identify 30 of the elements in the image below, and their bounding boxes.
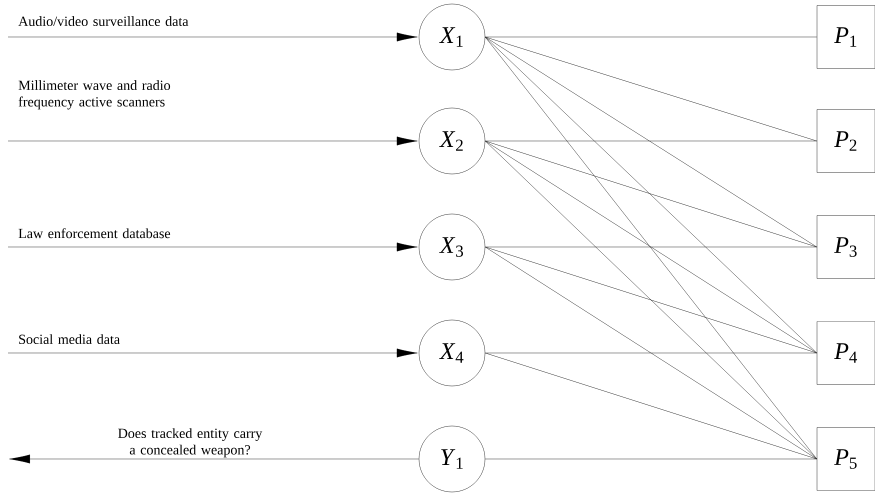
connector-line xyxy=(485,246,817,248)
connector-line xyxy=(485,140,817,354)
connector-line xyxy=(485,36,817,460)
connector-line xyxy=(485,246,817,460)
arrow xyxy=(8,32,418,42)
edge-label: Millimeter wave and radio frequency active scanners xyxy=(18,80,170,110)
connector-line xyxy=(485,352,817,354)
arrow xyxy=(8,348,418,358)
connector-line xyxy=(485,246,817,354)
edge-label: Social media data xyxy=(19,334,120,344)
connector-line xyxy=(485,36,817,248)
process-box: P$_{3}$ xyxy=(816,215,875,279)
connector-line xyxy=(485,140,817,248)
arrow xyxy=(8,242,418,252)
arrow xyxy=(8,136,418,146)
connector-line xyxy=(485,36,817,354)
connector-line xyxy=(485,36,817,142)
arrow xyxy=(9,454,419,464)
process-box: P$_{5}$ xyxy=(816,427,875,491)
process-box: P$_{1}$ xyxy=(816,5,875,69)
edge-label: Law enforcement database xyxy=(18,228,170,238)
process-box: P$_{2}$ xyxy=(816,109,875,173)
connector-line xyxy=(485,352,817,460)
edge-label: Audio/video surveillance data xyxy=(18,16,188,26)
connector-line xyxy=(485,458,817,460)
connector-line xyxy=(485,140,817,142)
edge-label: Does tracked entity carry a concealed weapon? xyxy=(118,428,262,458)
connector-line xyxy=(485,140,817,460)
process-box: P$_{4}$ xyxy=(816,321,875,385)
connector-line xyxy=(485,36,817,38)
